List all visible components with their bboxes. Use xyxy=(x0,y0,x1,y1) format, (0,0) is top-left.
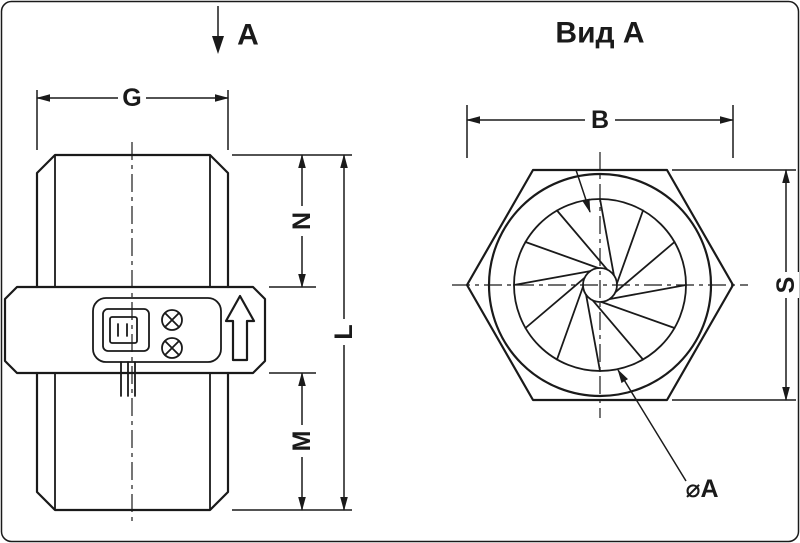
dimension-L: L xyxy=(330,154,358,511)
dim-M-label: M xyxy=(288,431,316,452)
view-title: Вид А xyxy=(555,17,644,50)
diameter-leader: ⌀A xyxy=(617,369,719,503)
dimension-N: N xyxy=(232,154,352,288)
dimension-G: G xyxy=(36,84,229,150)
flow-direction-arrow-icon xyxy=(224,294,256,362)
dim-N-label: N xyxy=(288,212,316,230)
sensor-housing xyxy=(3,285,267,397)
dim-S-label: S xyxy=(772,277,800,294)
hex-body-bottom xyxy=(35,371,230,512)
screw-top xyxy=(161,309,183,331)
dimension-S: S xyxy=(672,169,800,401)
connector xyxy=(102,308,150,352)
front-view: Вид А B S xyxy=(452,17,800,503)
hex-nut-outline xyxy=(465,168,735,402)
screw-bottom xyxy=(161,337,183,359)
dimension-M: M xyxy=(232,372,352,511)
diameter-label: ⌀A xyxy=(685,475,718,503)
section-arrow-head xyxy=(212,36,224,54)
dimension-B: B xyxy=(466,105,734,158)
wires xyxy=(120,361,136,397)
section-arrow: A xyxy=(212,6,259,54)
sensor-module xyxy=(92,297,222,363)
turbine-blades xyxy=(513,198,687,372)
rotor-leader-arrow xyxy=(575,169,591,213)
side-view: A xyxy=(3,6,358,524)
dim-L-label: L xyxy=(330,324,358,339)
hex-body-top xyxy=(35,153,230,289)
section-arrow-label: A xyxy=(237,19,259,52)
outer-circle xyxy=(487,172,713,398)
dim-G-label: G xyxy=(122,84,141,112)
turbine-hub xyxy=(582,267,618,303)
dim-B-label: B xyxy=(591,106,609,134)
